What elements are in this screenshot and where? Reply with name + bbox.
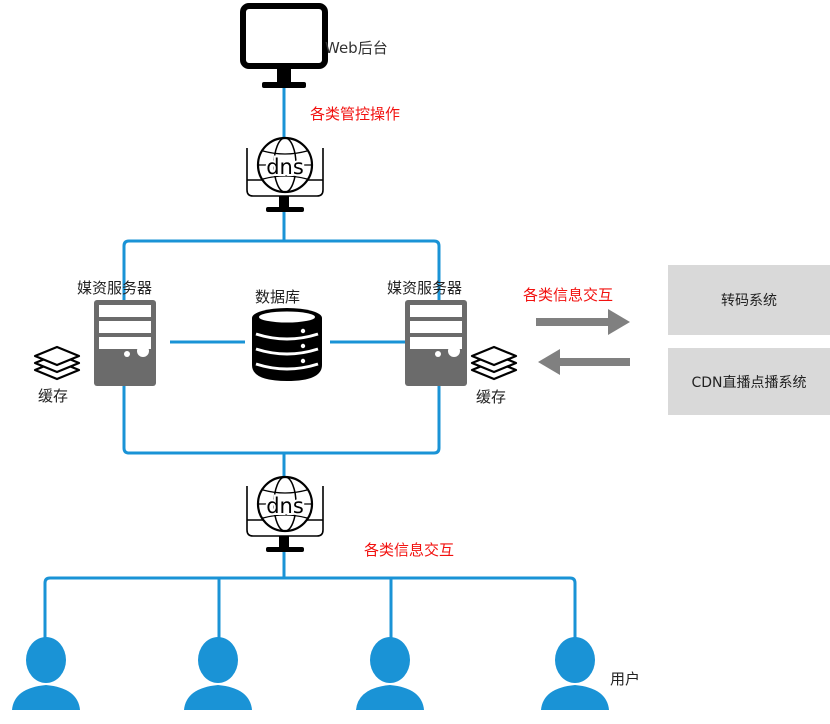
dns-label-bottom: dns (266, 494, 304, 518)
dns-server-icon-top: dns (246, 136, 324, 212)
database-label: 数据库 (255, 288, 301, 306)
web-admin-label: Web后台 (325, 39, 388, 57)
connection-lines (43, 84, 577, 640)
cache-left-label: 缓存 (38, 387, 69, 405)
user-icon (12, 637, 80, 710)
cache-layers-icon-right (470, 345, 518, 381)
management-operations-label: 各类管控操作 (310, 105, 401, 123)
monitor-icon (240, 3, 328, 88)
arrow-left-icon (538, 349, 630, 375)
media-server-left-label: 媒资服务器 (77, 279, 153, 297)
user-icon (356, 637, 424, 710)
server-icon-left (94, 300, 156, 386)
cdn-system-label: CDN直播点播系统 (691, 374, 807, 391)
cache-layers-icon-left (33, 345, 81, 381)
arrow-right-icon (536, 309, 630, 335)
info-exchange-right-label: 各类信息交互 (523, 286, 614, 304)
dns-server-icon-bottom: dns (246, 475, 324, 552)
dns-label-top: dns (266, 155, 304, 179)
database-icon (252, 308, 322, 381)
server-icon-right (405, 300, 467, 386)
users-label: 用户 (610, 670, 641, 688)
user-icon (184, 637, 252, 710)
transcode-system-box: 转码系统 (668, 265, 830, 335)
user-icon (541, 637, 609, 710)
media-server-right-label: 媒资服务器 (387, 279, 463, 297)
cdn-system-box: CDN直播点播系统 (668, 348, 830, 415)
info-exchange-bottom-label: 各类信息交互 (364, 541, 455, 559)
transcode-system-label: 转码系统 (721, 293, 777, 309)
cache-right-label: 缓存 (476, 388, 507, 406)
